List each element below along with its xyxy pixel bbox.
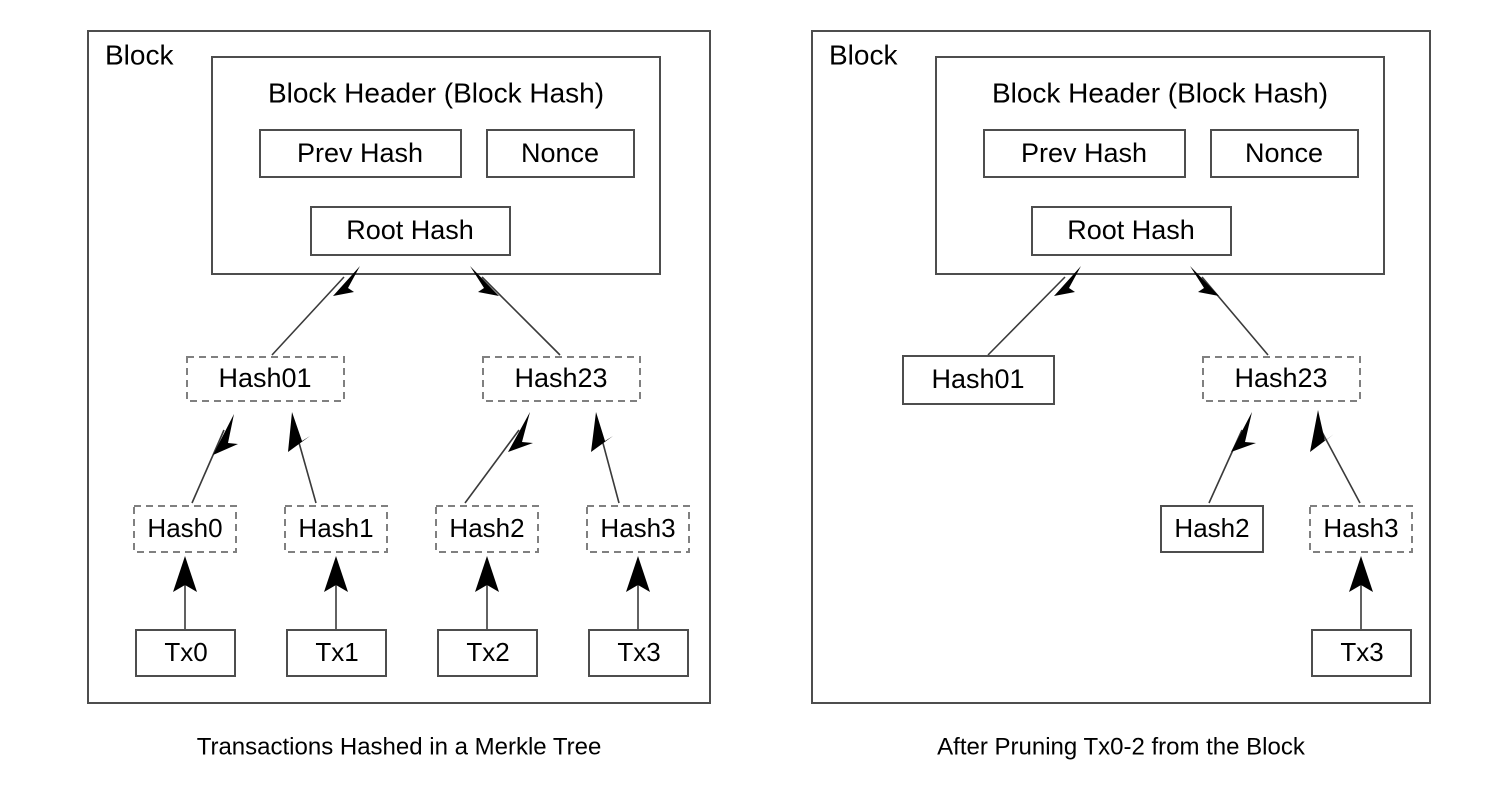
tx0-label-left: Tx0	[164, 637, 207, 667]
prev-hash-box-left	[259, 129, 462, 178]
hash01-box-left	[186, 356, 345, 402]
edge-hash01-to-root-left	[271, 276, 345, 356]
edge-hash0-to-hash01-left	[191, 429, 225, 504]
hash2-box-left	[435, 505, 539, 553]
arrow-hash1-to-hash01-left	[288, 412, 310, 452]
edge-hash2-to-hash23-left	[464, 429, 520, 504]
arrow-tx3-to-hash3-left	[626, 556, 650, 592]
nonce-box-left	[486, 129, 635, 178]
edge-hash1-to-hash01-left	[295, 431, 317, 504]
nonce-label-left: Nonce	[521, 138, 599, 168]
hash2-box-right	[1160, 505, 1264, 553]
tx1-label-left: Tx1	[315, 637, 358, 667]
prev-hash-label-right: Prev Hash	[1021, 138, 1147, 168]
tx3-box-left	[588, 629, 689, 677]
caption-left: Transactions Hashed in a Merkle Tree	[197, 733, 602, 760]
root-hash-label-right: Root Hash	[1067, 215, 1195, 245]
hash0-box-left	[133, 505, 237, 553]
block-header-title-left: Block Header (Block Hash)	[268, 77, 604, 108]
edge-hash23-to-root-left	[481, 276, 561, 356]
arrow-tx1-to-hash1-left	[324, 556, 348, 592]
tx2-label-left: Tx2	[466, 637, 509, 667]
tx0-box-left	[135, 629, 236, 677]
tx2-box-left	[437, 629, 538, 677]
hash2-label-right: Hash2	[1174, 513, 1249, 543]
arrow-hash23-to-root-right	[1190, 266, 1219, 296]
arrow-hash2-to-hash23-left	[508, 412, 533, 452]
prev-hash-box-right	[983, 129, 1186, 178]
arrow-tx2-to-hash2-left	[475, 556, 499, 592]
hash23-box-right	[1202, 356, 1361, 402]
nonce-box-right	[1210, 129, 1359, 178]
arrow-hash01-to-root-right	[1054, 266, 1081, 296]
hash23-box-left	[482, 356, 641, 402]
hash1-box-left	[284, 505, 388, 553]
tx3-box-right	[1311, 629, 1412, 677]
hash3-label-right: Hash3	[1323, 513, 1398, 543]
block-header-title-right: Block Header (Block Hash)	[992, 77, 1328, 108]
block-tag-left: Block	[105, 39, 174, 70]
arrow-tx3-to-hash3-right	[1349, 556, 1373, 592]
caption-right: After Pruning Tx0-2 from the Block	[937, 733, 1306, 760]
panel-right: Block Block Header (Block Hash) Prev Has…	[811, 30, 1431, 760]
root-hash-box-left	[310, 206, 511, 256]
edge-hash3-to-hash23-right	[1321, 431, 1361, 504]
hash23-label-left: Hash23	[514, 363, 607, 393]
arrow-hash23-to-root-left	[470, 266, 499, 296]
hash3-box-left	[586, 505, 690, 553]
root-hash-box-right	[1031, 206, 1232, 256]
hash0-label-left: Hash0	[147, 513, 222, 543]
tx3-label-left: Tx3	[617, 637, 660, 667]
hash01-label-left: Hash01	[218, 363, 311, 393]
block-tag-right: Block	[829, 39, 898, 70]
panel-left: Block Block Header (Block Hash) Prev Has…	[87, 30, 711, 760]
tx1-box-left	[286, 629, 387, 677]
arrow-hash01-to-root-left	[333, 266, 360, 296]
tx3-label-right: Tx3	[1340, 637, 1383, 667]
arrow-hash2-to-hash23-right	[1231, 412, 1256, 452]
hash01-label-right: Hash01	[931, 364, 1024, 394]
nonce-label-right: Nonce	[1245, 138, 1323, 168]
prev-hash-label-left: Prev Hash	[297, 138, 423, 168]
arrow-hash3-to-hash23-right	[1310, 410, 1334, 452]
arrow-hash0-to-hash01-left	[213, 414, 238, 455]
root-hash-label-left: Root Hash	[346, 215, 474, 245]
hash2-label-left: Hash2	[449, 513, 524, 543]
edge-hash3-to-hash23-left	[599, 431, 620, 504]
arrow-tx0-to-hash0-left	[173, 556, 197, 592]
hash1-label-left: Hash1	[298, 513, 373, 543]
hash3-label-left: Hash3	[600, 513, 675, 543]
arrow-hash3-to-hash23-left	[591, 412, 613, 452]
hash3-box-right	[1309, 505, 1413, 553]
hash23-label-right: Hash23	[1234, 363, 1327, 393]
hash01-box-right	[902, 355, 1055, 405]
edge-hash01-to-root-right	[987, 276, 1066, 356]
